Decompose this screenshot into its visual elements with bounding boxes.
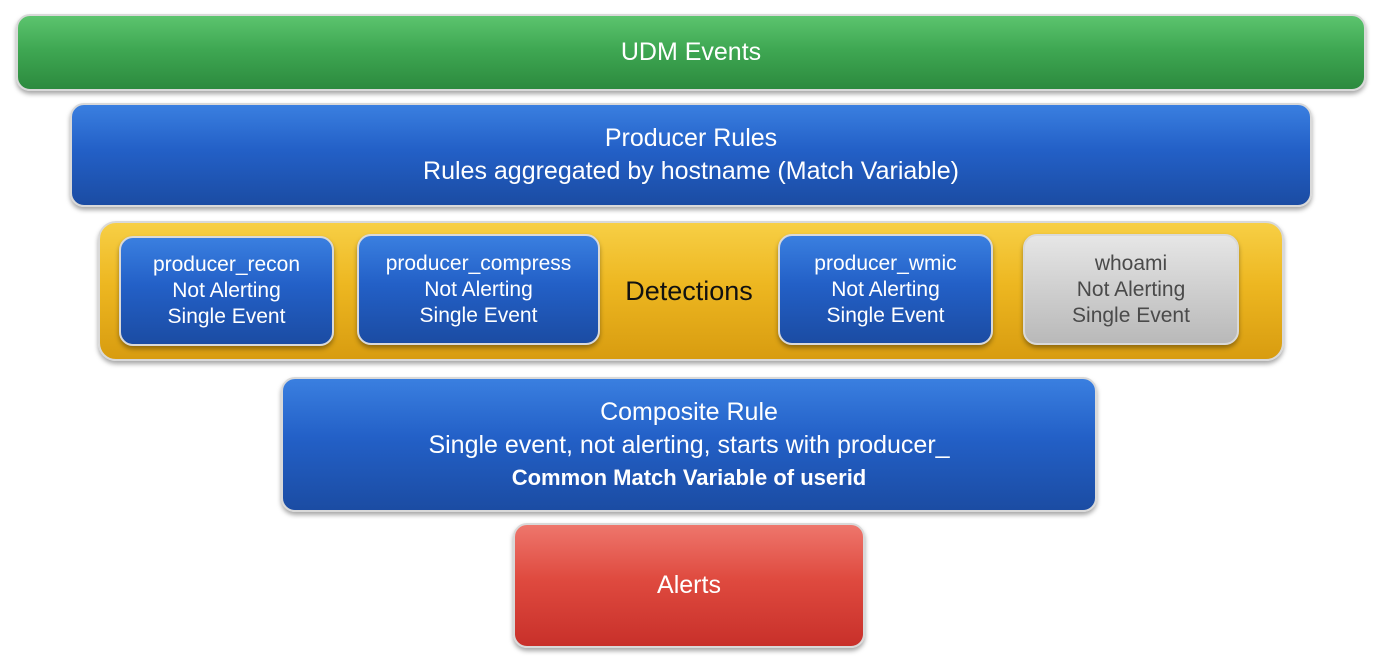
detection-producer-wmic: producer_wmic Not Alerting Single Event [778,234,993,345]
producer-rules-box: Producer Rules Rules aggregated by hostn… [70,103,1312,207]
detection-producer-compress: producer_compress Not Alerting Single Ev… [357,234,600,345]
detection-type: Single Event [826,303,945,327]
alerts-box: Alerts [513,523,865,648]
detection-name: producer_wmic [814,251,957,275]
alerts-label: Alerts [657,571,721,599]
detection-status: Not Alerting [172,279,281,302]
detection-type: Single Event [1072,303,1190,327]
producer-rules-title: Producer Rules [604,124,778,152]
composite-rule-match-variable: Common Match Variable of userid [511,464,867,490]
udm-events-label: UDM Events [620,38,762,66]
detection-type: Single Event [167,305,286,328]
detection-name: whoami [1094,251,1168,275]
composite-rule-criteria: Single event, not alerting, starts with … [428,430,950,459]
detection-status: Not Alerting [831,277,940,301]
detection-type: Single Event [419,303,538,327]
detection-status: Not Alerting [1076,277,1186,301]
detection-whoami: whoami Not Alerting Single Event [1023,234,1239,345]
detection-status: Not Alerting [424,277,533,301]
detection-producer-recon: producer_recon Not Alerting Single Event [119,236,334,346]
composite-rule-box: Composite Rule Single event, not alertin… [281,377,1097,512]
producer-rules-subtitle: Rules aggregated by hostname (Match Vari… [423,157,959,185]
udm-events-box: UDM Events [16,14,1366,91]
detection-name: producer_recon [152,253,301,276]
detection-name: producer_compress [385,251,572,275]
composite-rule-title: Composite Rule [600,397,778,426]
detections-label: Detections [625,275,753,306]
